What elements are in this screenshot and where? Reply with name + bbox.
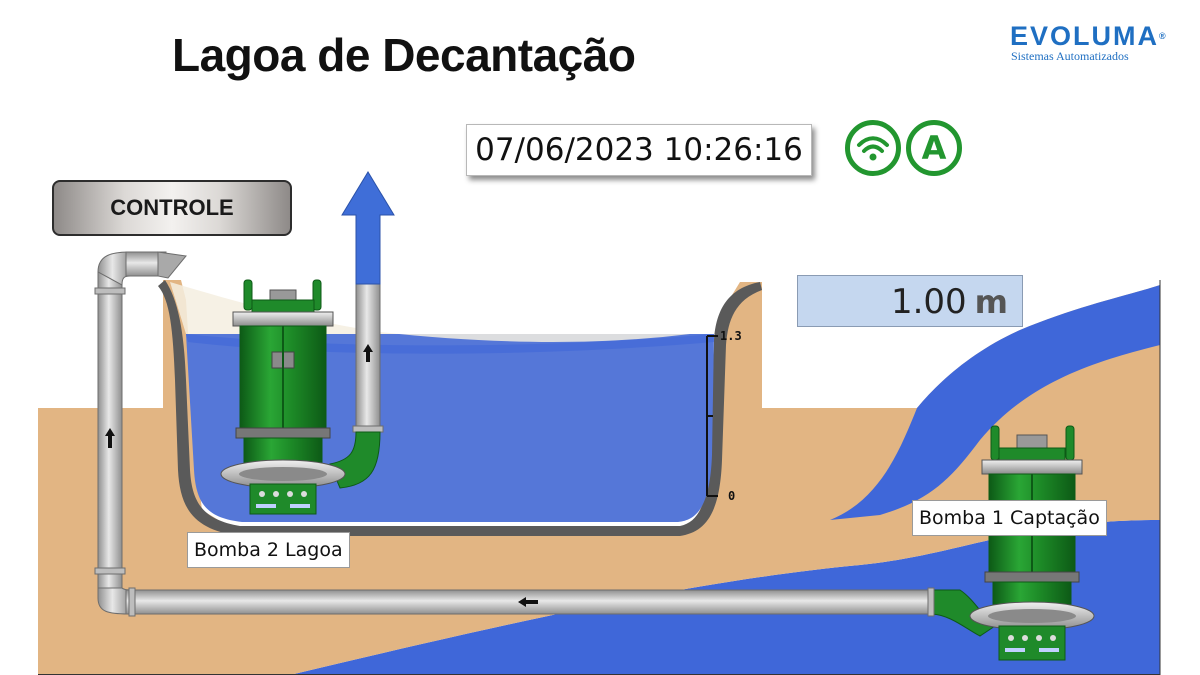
auto-mode-letter: A [921,129,947,167]
pump1-label: Bomba 1 Captação [912,500,1107,536]
scale-min-label: 0 [728,489,735,503]
logo-name: EVOLUMA [1010,21,1159,51]
scale-max-label: 1.3 [720,329,742,343]
pump2-label: Bomba 2 Lagoa [187,532,350,568]
lagoon-liner [158,280,762,536]
control-button[interactable]: CONTROLE [52,180,292,236]
datetime-display: 07/06/2023 10:26:16 [466,124,812,176]
level-value: 1.00 [890,282,967,322]
page-title: Lagoa de Decantação [172,29,636,81]
wifi-icon [845,120,901,176]
logo-subtitle: Sistemas Automatizados [1011,49,1129,63]
ground-soil [38,280,1160,675]
wifi-glyph [857,136,889,161]
return-pipe [94,251,937,617]
river-bank-slope [830,285,1160,520]
level-unit: m [974,283,1008,321]
level-scale: 1.3 0 [706,329,742,503]
auto-mode-icon: A [906,120,962,176]
company-logo: EVOLUMA® Sistemas Automatizados [1010,21,1166,63]
pump-2 [220,279,346,515]
logo-registered-mark: ® [1159,31,1168,41]
